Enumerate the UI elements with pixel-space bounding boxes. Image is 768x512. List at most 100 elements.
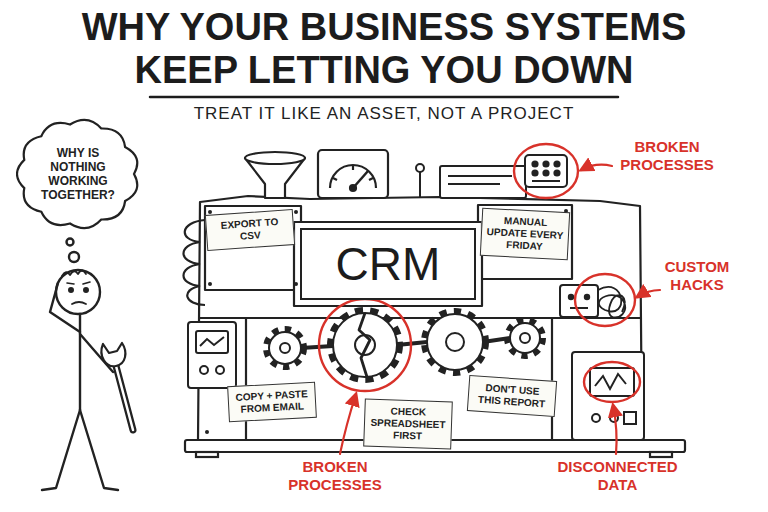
crm-panel: CRM (300, 228, 476, 300)
broken-gear (331, 311, 399, 379)
hose (184, 220, 206, 305)
data-box (572, 352, 644, 440)
subtitle: TREAT IT LIKE AN ASSET, NOT A PROJECT (134, 103, 634, 124)
status-panel (532, 170, 537, 175)
node-text: EXPORT TO CSV (210, 215, 289, 244)
pressure-gauge (350, 185, 356, 191)
rivet (294, 282, 298, 286)
hack-box (598, 287, 625, 318)
machine-body (478, 205, 572, 279)
side-panel (200, 366, 208, 374)
data-box (624, 412, 636, 424)
side-panel (196, 331, 228, 353)
stick-figure (56, 270, 100, 314)
sticky-note: EXPORT TO CSV (205, 209, 295, 251)
gear (269, 332, 301, 364)
node-text: WHY IS NOTHING WORKING TOGETHER? (36, 146, 120, 202)
node-text: DON'T USE THIS REPORT (472, 381, 551, 410)
side-panel (200, 337, 224, 346)
pressure-gauge (318, 150, 388, 198)
pressure-gauge (369, 178, 373, 180)
node-text: MANUAL UPDATE EVERY FRIDAY (485, 214, 565, 254)
stick-figure (79, 314, 81, 410)
wrench (116, 366, 133, 430)
stick-figure (67, 283, 74, 284)
title-underline (150, 96, 618, 99)
machine-body (294, 222, 482, 306)
sticky-note: MANUAL UPDATE EVERY FRIDAY (480, 208, 570, 261)
red-arrow (340, 165, 660, 454)
callout-label: CUSTOM HACKS (652, 258, 742, 294)
callout-label: DISCONNECTED DATA (550, 458, 685, 494)
data-box (590, 368, 634, 396)
stick-figure (62, 271, 86, 277)
sticky-note: CHECK SPREADSHEET FIRST (363, 398, 453, 449)
machine-body (245, 318, 247, 442)
stick-figure (50, 283, 80, 332)
red-arrow (340, 394, 356, 454)
broken-gear (359, 313, 370, 377)
thought-bubble: WHY IS NOTHING WORKING TOGETHER? (16, 118, 140, 230)
gear (510, 323, 540, 353)
hack-box (585, 295, 589, 299)
red-arrow (637, 290, 660, 297)
status-panel (543, 170, 548, 175)
base-plate (196, 452, 218, 457)
stick-figure (67, 239, 74, 246)
hose (184, 220, 206, 305)
pressure-gauge (352, 166, 354, 170)
stick-figure (72, 302, 86, 304)
node-text: COPY + PASTE FROM EMAIL (232, 388, 311, 416)
wrench (116, 366, 133, 430)
stick-figure (80, 410, 118, 490)
gear (427, 314, 483, 370)
rivet (208, 210, 212, 214)
stick-figure (69, 252, 79, 262)
gear (280, 343, 290, 353)
hack-box (569, 295, 573, 299)
status-panel (554, 161, 559, 166)
funnel (245, 152, 305, 198)
node-text: CHECK SPREADSHEET FIRST (368, 405, 447, 444)
antenna (416, 164, 424, 172)
side-panel (188, 322, 236, 388)
machine-body (205, 206, 301, 290)
red-highlight (319, 299, 411, 391)
red-highlight (319, 144, 640, 402)
node-text: CRM (336, 238, 441, 290)
gear (520, 333, 530, 343)
gear (267, 330, 303, 366)
rivet (294, 210, 298, 214)
hack-box (570, 307, 588, 309)
gear (446, 333, 464, 351)
callout-label: BROKEN PROCESSES (612, 138, 722, 174)
status-panel (440, 155, 567, 198)
broken-gear (331, 311, 399, 379)
bubble-outline (17, 120, 137, 228)
sticky-note: COPY + PASTE FROM EMAIL (227, 382, 317, 423)
pressure-gauge (333, 178, 337, 180)
data-box (592, 414, 600, 422)
status-panel (525, 155, 567, 187)
data-box (572, 352, 644, 440)
side-panel (188, 322, 236, 388)
red-highlight (584, 362, 640, 402)
red-arrow (581, 165, 612, 170)
gear (425, 312, 485, 372)
status-panel (448, 183, 500, 185)
rivet (208, 282, 212, 286)
title: WHY YOUR BUSINESS SYSTEMS KEEP LETTING Y… (34, 6, 734, 92)
hack-box (560, 285, 625, 318)
funnel (245, 152, 305, 164)
wrench (101, 343, 133, 430)
status-panel (532, 161, 537, 166)
stick-figure (69, 288, 73, 292)
rivet (205, 430, 209, 434)
status-panel (448, 175, 512, 177)
red-highlight (575, 274, 635, 326)
pressure-gauge (318, 150, 388, 198)
antenna (419, 172, 421, 197)
stick-figure (42, 410, 80, 490)
status-panel (554, 170, 559, 175)
